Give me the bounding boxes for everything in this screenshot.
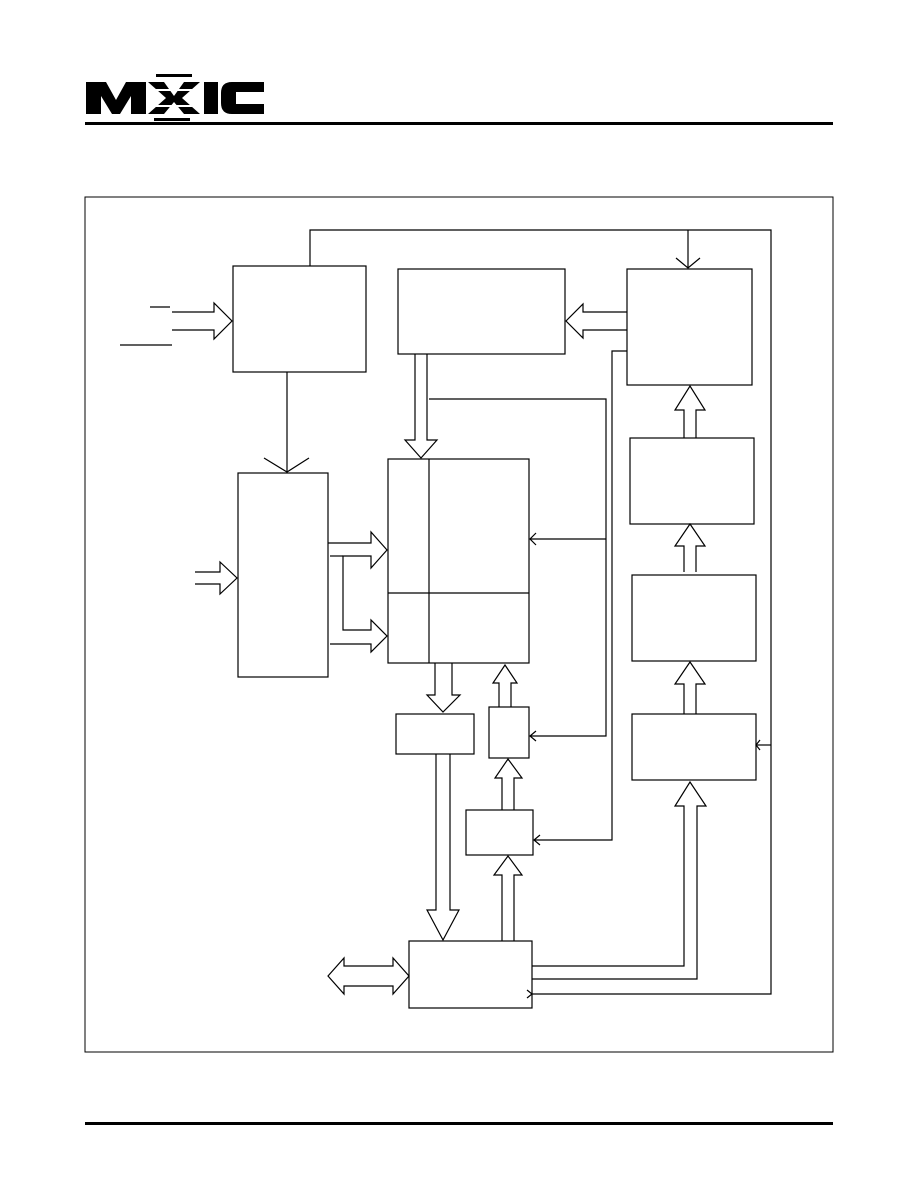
footer-rule: [85, 1122, 833, 1125]
address-input-arrow: [195, 560, 238, 596]
top-right-block: [626, 268, 753, 386]
control-block: [232, 265, 367, 373]
sense-block: [395, 713, 475, 755]
header-rule: [85, 122, 833, 125]
right-block-2: [629, 437, 755, 525]
control-input-arrow: [172, 301, 233, 341]
top-loop-arrowhead: [526, 989, 533, 999]
top-middle-block: [397, 268, 566, 355]
address-to-array-arrow-1: [328, 530, 388, 654]
down-arrowhead-top-right: [675, 257, 701, 269]
io-buffer-block: [408, 940, 533, 1009]
right-block-3: [631, 574, 757, 662]
address-block: [237, 472, 329, 678]
diagram-frame: [84, 196, 834, 1053]
mxic-logo: [86, 74, 264, 121]
memory-array: [387, 458, 530, 664]
right-block-4: [631, 713, 757, 781]
top-loop-line: [309, 229, 772, 995]
right-to-middle-arrow: [565, 302, 627, 340]
io-bidirectional-arrow: [327, 956, 410, 996]
small-block-b: [465, 809, 534, 856]
small-block-a: [488, 706, 530, 759]
middle-to-array-arrow: [403, 354, 439, 459]
